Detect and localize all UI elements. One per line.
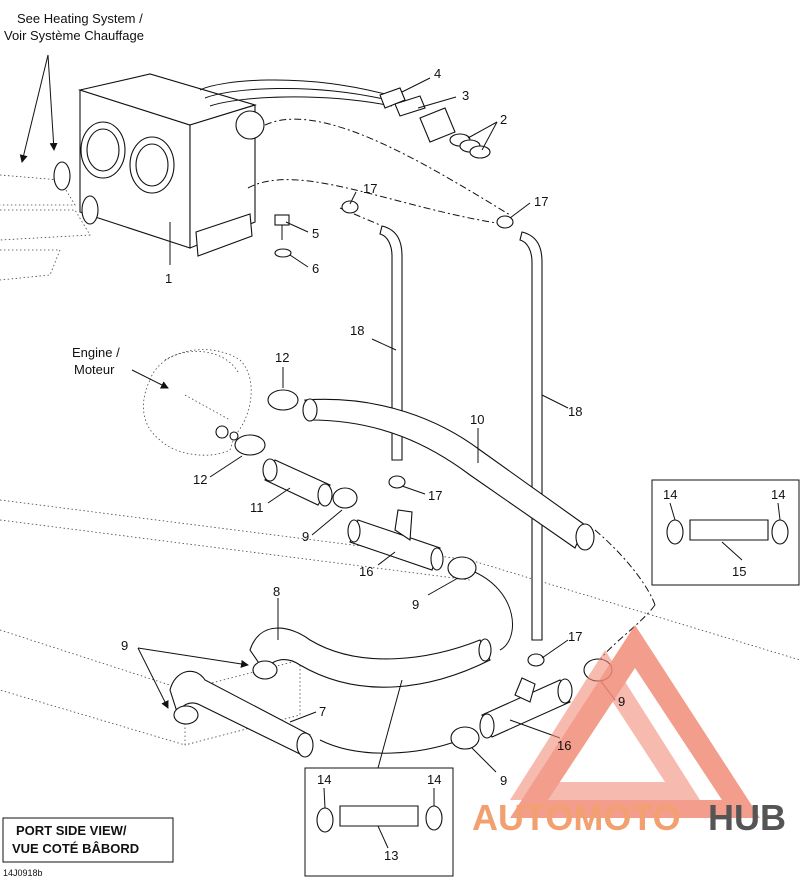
t-connector-16-upper [347,509,444,571]
hose-10 [302,398,595,551]
heater-box-icon [77,73,393,257]
callout-9-upper-left: 9 [302,529,309,544]
bolt-and-washer [274,214,292,258]
callout-7: 7 [319,704,326,719]
heating-note-line1: See Heating System / [17,11,143,26]
callout-14-panel15-right: 14 [771,487,785,502]
callout-17-middle: 17 [428,488,442,503]
callout-9-bottom: 9 [500,773,507,788]
hose-13-panel [304,767,454,877]
view-label-line1: PORT SIDE VIEW/ [16,823,127,838]
callout-2: 2 [500,112,507,127]
hull-outline [0,499,800,746]
callout-10: 10 [470,412,484,427]
callout-11: 11 [250,500,264,515]
hose-18-right [519,231,543,641]
hose-clamp-icon [173,200,613,750]
callout-1: 1 [165,271,172,286]
t-connector-16-lower [479,677,573,739]
watermark-text-dark: HUB [708,797,786,838]
callout-17-top-right: 17 [534,194,548,209]
engine-note-line1: Engine / [72,345,120,360]
callout-9-lower-right: 9 [618,694,625,709]
callout-18-left: 18 [350,323,364,338]
callout-17-lower: 17 [568,629,582,644]
callout-3: 3 [462,88,469,103]
view-label-line2: VUE COTÉ BÂBORD [12,841,139,856]
hose-11 [262,458,333,507]
engine-outline-icon [143,349,252,456]
engine-note-line2: Moteur [74,362,115,377]
hose-15-panel [651,479,800,586]
watermark-text-accent: AUTOMOTO [472,797,681,838]
drawing-reference: 14J0918b [3,868,43,878]
callout-5: 5 [312,226,319,241]
callout-16-lower: 16 [557,738,571,753]
heating-note-line2: Voir Système Chauffage [4,28,144,43]
return-hose [319,569,513,754]
callout-12-upper: 12 [275,350,289,365]
callout-6: 6 [312,261,319,276]
callout-13: 13 [384,848,398,863]
watermark-triangle-icon [510,625,760,818]
callout-14-panel15-left: 14 [663,487,677,502]
heater-ducts [0,161,99,281]
hose-18-left [379,225,403,461]
callout-14-panel13-left: 14 [317,772,331,787]
callout-18-right: 18 [568,404,582,419]
callout-8: 8 [273,584,280,599]
callout-17-top-left: 17 [363,181,377,196]
callout-12-lower: 12 [193,472,207,487]
callout-14-panel13-right: 14 [427,772,441,787]
hose-8 [249,627,492,688]
callout-9-upper-right: 9 [412,597,419,612]
callout-16-upper: 16 [359,564,373,579]
callout-4: 4 [434,66,441,81]
view-label-box [2,817,174,863]
callout-15: 15 [732,564,746,579]
wire-connector [379,87,491,159]
callout-9-lower-left: 9 [121,638,128,653]
routing-lines [247,118,656,661]
